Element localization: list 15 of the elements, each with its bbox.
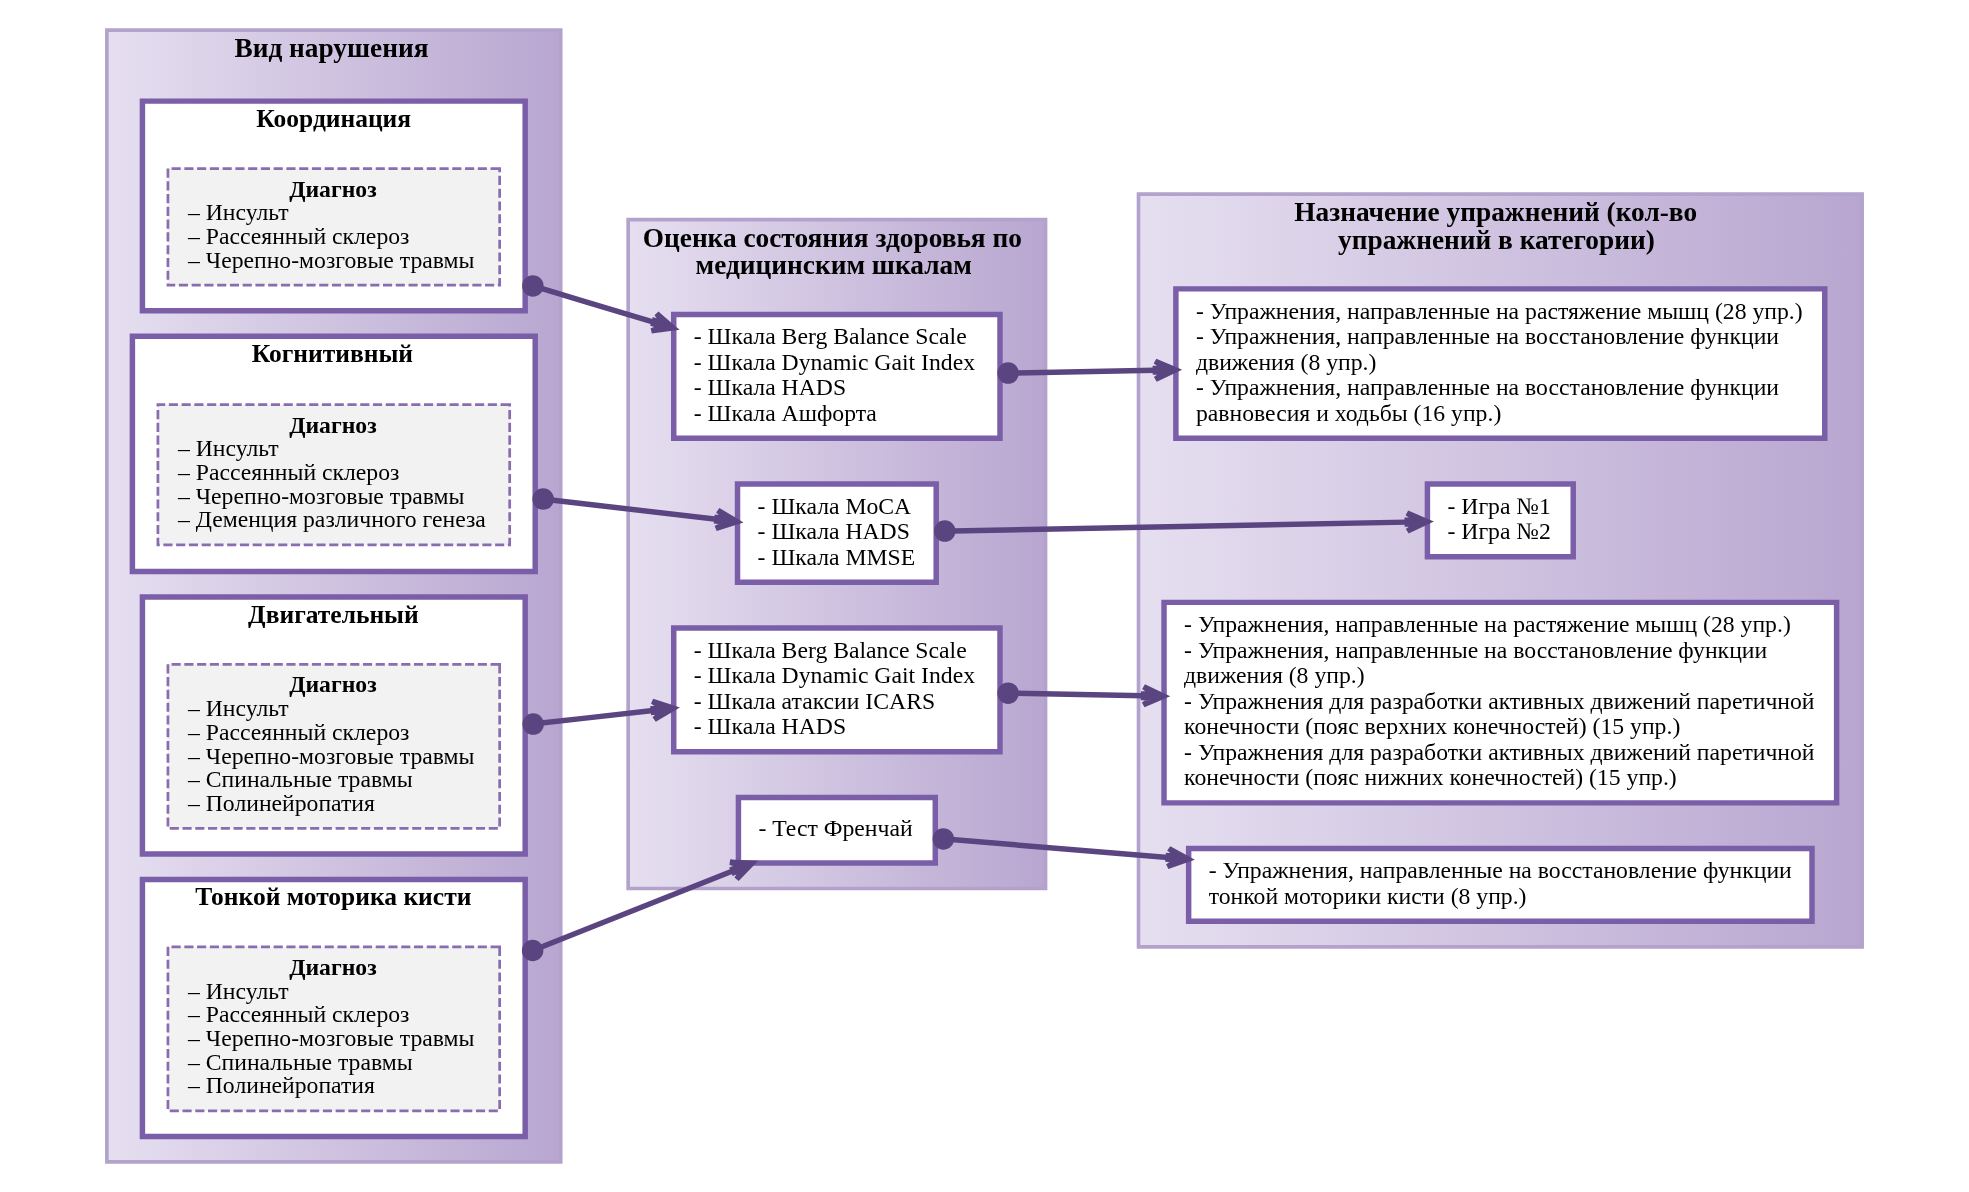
node-box: Диагноз – Инсульт – Рассеянный склероз – Черепно-мозговые травмы – Спинальные травмы – Полинейропатия <box>166 945 502 1113</box>
node-box: - Упражнения, направленные на растяжение мышц (28 упр.) - Упражнения, направленные на восстановление функции движения (8 упр.) - Упражнения, направленные на восстановление функции равновесия и ходьбы (16 упр.) <box>1173 286 1828 442</box>
arrow <box>997 358 1179 384</box>
node-box: Диагноз – Инсульт – Рассеянный склероз – Черепно-мозговые травмы <box>166 167 502 287</box>
node-box: - Шкала MoCA - Шкала HADS - Шкала MMSE <box>734 481 939 586</box>
node-box: - Шкала Berg Balance Scale - Шкала Dynamic Gait Index - Шкала атаксии ICARS - Шкала HADS <box>671 625 1003 755</box>
node-box: - Шкала Berg Balance Scale - Шкала Dynamic Gait Index - Шкала HADS - Шкала Ашфорта <box>671 311 1003 442</box>
node-box: Диагноз – Инсульт – Рассеянный склероз – Черепно-мозговые травмы – Деменция различного генеза <box>156 403 512 547</box>
arrow <box>521 859 755 962</box>
node-box: - Тест Френчай <box>735 794 939 866</box>
node-box: - Упражнения, направленные на растяжение мышц (28 упр.) - Упражнения, направленные на восстановление функции движения (8 упр.) - Упражнения для разработки активных движений паретичной конечности (пояс верхних конечностей) (15 упр.) - Упражнения для разработки активных движений паретичной конечности (пояс нижних конечностей) (15 упр.) <box>1161 599 1840 806</box>
node-box: - Игра №1 - Игра №2 <box>1424 481 1576 560</box>
node-box: - Упражнения, направленные на восстановление функции тонкой моторики кисти (8 упр.) <box>1185 845 1815 925</box>
node-box: Диагноз – Инсульт – Рассеянный склероз – Черепно-мозговые травмы – Спинальные травмы – Полинейропатия <box>166 663 502 830</box>
arrow <box>934 510 1431 542</box>
